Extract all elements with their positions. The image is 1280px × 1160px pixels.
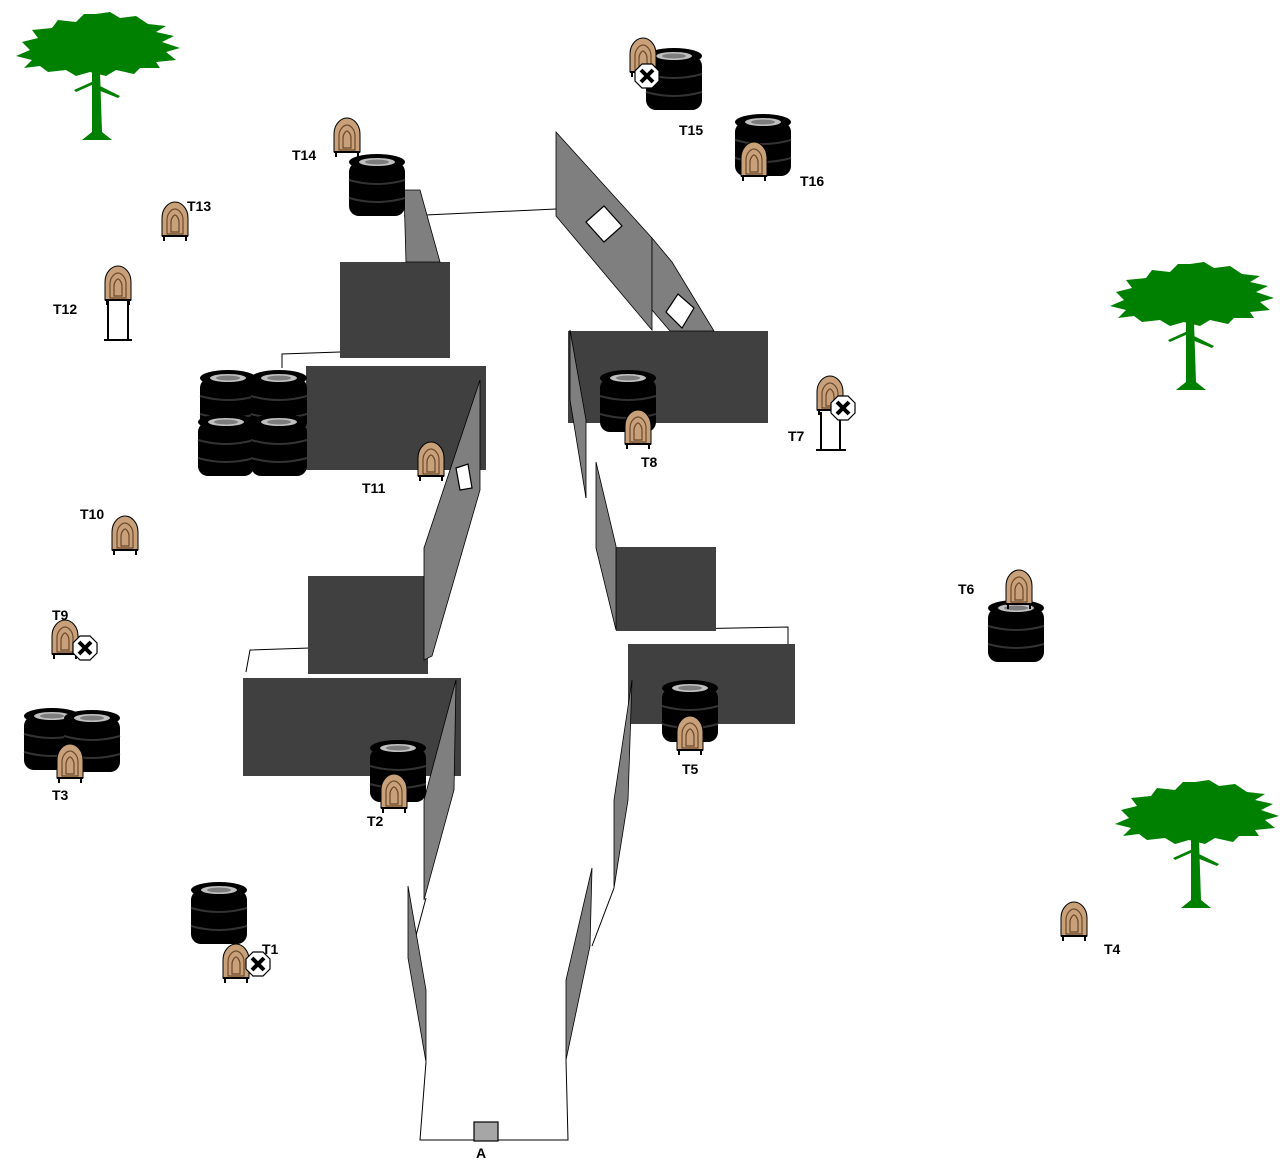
target-label-t3: T3 bbox=[52, 787, 69, 803]
target-t2-group: T2 bbox=[367, 773, 408, 829]
target-t5-group: T5 bbox=[676, 715, 704, 777]
target-icon bbox=[111, 515, 139, 556]
target-icon bbox=[161, 201, 189, 242]
target-icon bbox=[333, 117, 361, 158]
target-icon bbox=[740, 141, 768, 182]
tire-stacks bbox=[23, 47, 1045, 945]
no-shoot-icon bbox=[829, 394, 857, 422]
target-icon bbox=[1005, 569, 1033, 610]
target-icon bbox=[1060, 901, 1088, 942]
target-t12-group: T12 bbox=[53, 265, 132, 317]
target-label-t9: T9 bbox=[52, 607, 69, 623]
target-t4-group: T4 bbox=[1060, 901, 1121, 957]
target-label-t13: T13 bbox=[187, 198, 211, 214]
target-icon bbox=[104, 265, 132, 306]
target-icon bbox=[380, 773, 408, 814]
target-t7-group: T7 bbox=[788, 375, 857, 444]
target-label-t5: T5 bbox=[682, 761, 699, 777]
no-shoot-icon bbox=[633, 62, 661, 90]
target-label-t16: T16 bbox=[800, 173, 824, 189]
target-label-t4: T4 bbox=[1104, 941, 1121, 957]
start-box bbox=[473, 1121, 499, 1142]
target-icon bbox=[624, 409, 652, 450]
target-icon bbox=[676, 715, 704, 756]
target-label-t2: T2 bbox=[367, 813, 384, 829]
target-t13-group: T13 bbox=[161, 198, 211, 242]
target-t9-group: T9 bbox=[51, 607, 99, 662]
target-label-t14: T14 bbox=[292, 147, 316, 163]
target-label-t1: T1 bbox=[262, 941, 279, 957]
target-t8-group: T8 bbox=[624, 409, 658, 470]
target-label-t10: T10 bbox=[80, 506, 104, 522]
target-label-t15: T15 bbox=[679, 122, 703, 138]
target-label-t11: T11 bbox=[362, 480, 386, 496]
target-label-t6: T6 bbox=[958, 581, 975, 597]
target-t15-group: T15 bbox=[629, 37, 703, 138]
ports bbox=[455, 205, 695, 491]
target-icon bbox=[56, 743, 84, 784]
target-t1-group: T1 bbox=[222, 941, 279, 984]
target-icon bbox=[222, 943, 250, 984]
start-position: A bbox=[473, 1121, 499, 1160]
tree-icon bbox=[1110, 262, 1274, 390]
target-t10-group: T10 bbox=[80, 506, 139, 556]
target-label-t7: T7 bbox=[788, 428, 805, 444]
target-t16-group: T16 bbox=[740, 141, 824, 189]
target-icon bbox=[417, 441, 445, 482]
target-label-t12: T12 bbox=[53, 301, 77, 317]
tree-icon bbox=[16, 12, 180, 140]
target-t11-group: T11 bbox=[362, 441, 445, 496]
tree-icon bbox=[1115, 780, 1279, 908]
target-t3-group: T3 bbox=[52, 743, 84, 803]
no-shoot-icon bbox=[71, 634, 99, 662]
start-position-label: A bbox=[476, 1145, 486, 1160]
target-t14-group: T14 bbox=[292, 117, 361, 163]
target-label-t8: T8 bbox=[641, 454, 658, 470]
target-t6-group: T6 bbox=[958, 569, 1033, 610]
